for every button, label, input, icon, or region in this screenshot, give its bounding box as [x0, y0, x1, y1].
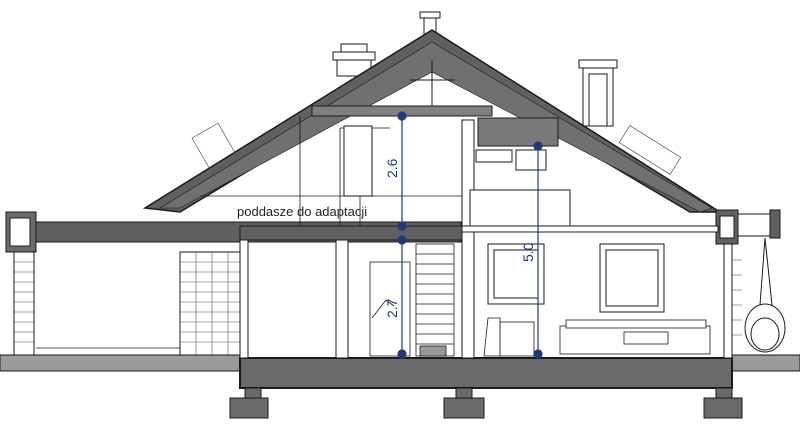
terrain: [0, 354, 800, 372]
right-wall: [715, 209, 781, 359]
dimension-living-room-height: 5.0: [520, 242, 536, 262]
dimension-attic-height: 2.6: [384, 158, 400, 178]
swing-chair: [744, 237, 786, 353]
room-label: poddasze do adaptacji: [237, 204, 367, 219]
structure: [200, 116, 719, 359]
windows: [343, 125, 665, 313]
chimneys: [332, 11, 618, 127]
dimension-lines: [371, 111, 543, 359]
furniture: [369, 261, 711, 357]
foundation: [229, 357, 743, 419]
brick-wall-right: [180, 252, 240, 355]
staircase: [415, 243, 455, 357]
roof: [142, 29, 723, 213]
dimension-ground-floor-height: 2.7: [384, 298, 400, 318]
brick-wall-left: [14, 261, 34, 343]
